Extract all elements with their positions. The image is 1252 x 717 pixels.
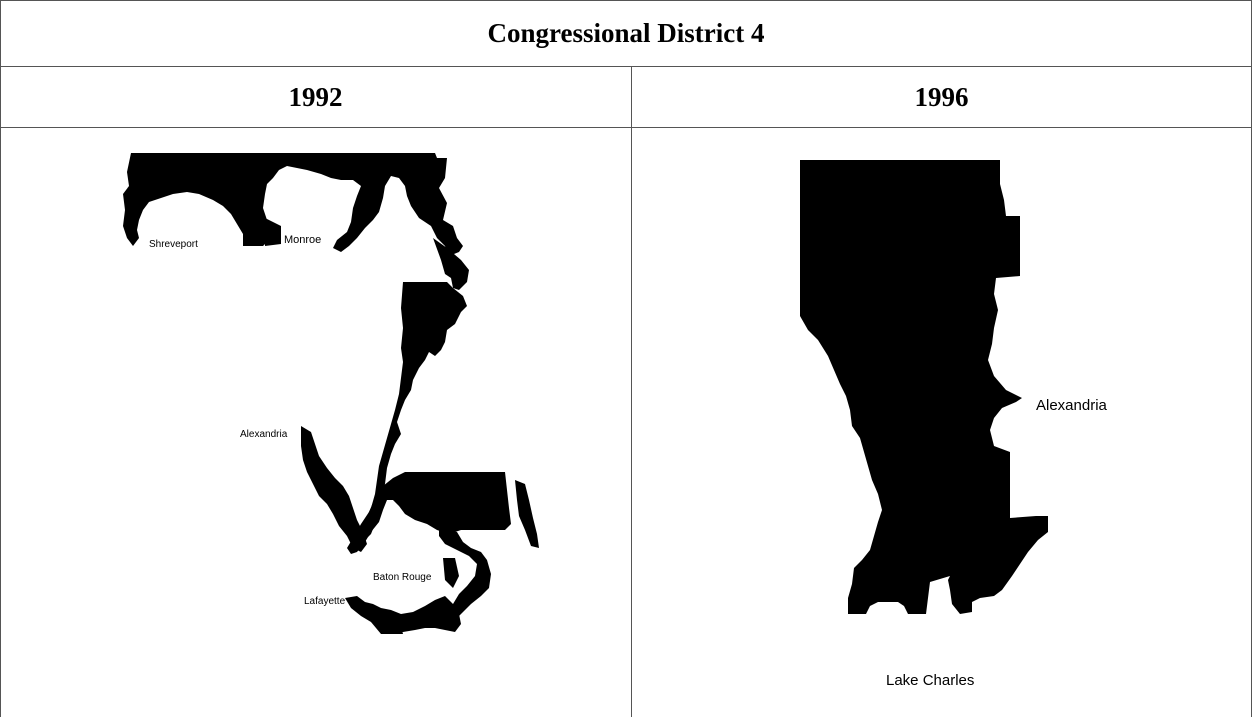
district-shape-1992 xyxy=(123,153,539,634)
label-alexandria-1992: Alexandria xyxy=(240,429,288,440)
header-divider xyxy=(0,127,1252,128)
map-1992: Shreveport Monroe Alexandria Baton Rouge… xyxy=(1,128,631,717)
label-lafayette-1992: Lafayette xyxy=(304,596,346,607)
table-border-left xyxy=(0,0,1,717)
district-shape-1996 xyxy=(800,160,1048,614)
column-divider xyxy=(631,66,632,717)
label-monroe-1992: Monroe xyxy=(284,234,321,246)
year-header-1992: 1992 xyxy=(288,81,343,112)
table-title: Congressional District 4 xyxy=(487,17,765,48)
label-shreveport-1996: Shreveport xyxy=(809,227,883,244)
map-1996: Shreveport Alexandria Lake Charles xyxy=(632,128,1251,717)
table-border-top xyxy=(0,0,1252,1)
title-divider xyxy=(0,66,1252,67)
label-shreveport-1992: Shreveport xyxy=(149,239,198,250)
district-map-1996: Shreveport Alexandria Lake Charles xyxy=(800,160,1108,689)
label-alexandria-1996: Alexandria xyxy=(1036,397,1108,414)
label-lake-charles-1996: Lake Charles xyxy=(886,672,974,689)
label-baton-rouge-1992: Baton Rouge xyxy=(373,572,432,583)
district-map-1992: Shreveport Monroe Alexandria Baton Rouge… xyxy=(123,153,539,634)
year-header-1996: 1996 xyxy=(914,81,969,112)
